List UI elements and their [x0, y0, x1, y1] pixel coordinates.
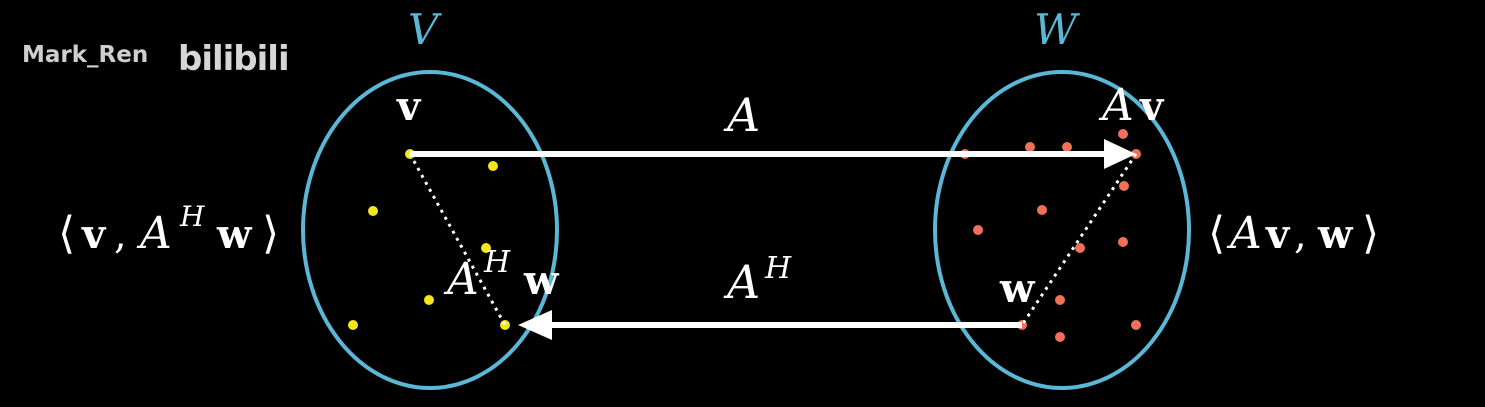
codomain-point: [1118, 237, 1128, 247]
dotted-line-v-to-ahw: [408, 153, 507, 326]
codomain-point: [1025, 142, 1035, 152]
arrowhead-map-ah: [518, 310, 552, 340]
point-label-ahw: A H w: [443, 245, 560, 305]
watermark: Mark_Ren bilibili: [22, 39, 290, 79]
inner-product-right-close: ⟩: [1362, 208, 1379, 259]
point-label-ahw-a: A: [443, 254, 479, 305]
point-label-v: v: [396, 83, 422, 130]
inner-product-left-open: ⟨: [58, 208, 75, 259]
point-label-av: A v: [1098, 80, 1165, 131]
arrow-label-a: A: [723, 88, 760, 142]
codomain-point: [1062, 142, 1072, 152]
domain-point: [348, 320, 358, 330]
arrow-label-ah-superscript: H: [764, 251, 792, 286]
inner-product-left-close: ⟩: [262, 208, 279, 259]
codomain-point: [1131, 320, 1141, 330]
inner-product-left-h: H: [179, 200, 205, 233]
watermark-author: Mark_Ren: [22, 42, 148, 68]
point-label-av-v: v: [1139, 83, 1165, 130]
point-label-w: w: [999, 265, 1036, 312]
inner-product-left-v: v: [81, 211, 107, 258]
point-label-ahw-h: H: [483, 245, 511, 280]
domain-set-ellipse: [301, 70, 559, 390]
inner-product-right-a: A: [1226, 208, 1262, 259]
inner-product-left: ⟨ v , A H w ⟩: [58, 200, 279, 259]
domain-point: [481, 243, 491, 253]
inner-product-right-open: ⟨: [1208, 208, 1225, 259]
codomain-point: [1055, 295, 1065, 305]
domain-points: [348, 149, 510, 330]
set-label-w: W: [1034, 5, 1081, 54]
codomain-point: [973, 225, 983, 235]
dotted-line-av-to-w: [1020, 153, 1138, 326]
codomain-point: [1075, 243, 1085, 253]
codomain-point: [1118, 129, 1128, 139]
inner-product-right: ⟨ A v , w ⟩: [1208, 208, 1379, 259]
point-label-ahw-w: w: [523, 257, 560, 304]
codomain-points: [960, 129, 1141, 342]
point-label-av-a: A: [1098, 80, 1134, 131]
bilibili-logo: bilibili: [178, 39, 289, 79]
codomain-point: [1119, 181, 1129, 191]
domain-point: [424, 295, 434, 305]
arrowhead-map-a: [1104, 139, 1136, 169]
inner-product-left-a: A: [136, 208, 172, 259]
domain-point: [368, 206, 378, 216]
inner-product-right-v: v: [1265, 211, 1291, 258]
codomain-point: [1055, 332, 1065, 342]
inner-product-left-w: w: [216, 211, 253, 258]
arrow-label-ah: A H: [723, 251, 792, 309]
domain-point: [488, 161, 498, 171]
set-label-v: V: [408, 5, 442, 54]
inner-product-right-comma: ,: [1294, 212, 1307, 258]
codomain-point: [1037, 205, 1047, 215]
codomain-set-ellipse: [933, 70, 1191, 390]
inner-product-right-w: w: [1317, 211, 1354, 258]
arrow-label-ah-base: A: [723, 255, 760, 309]
inner-product-left-comma: ,: [114, 212, 127, 258]
